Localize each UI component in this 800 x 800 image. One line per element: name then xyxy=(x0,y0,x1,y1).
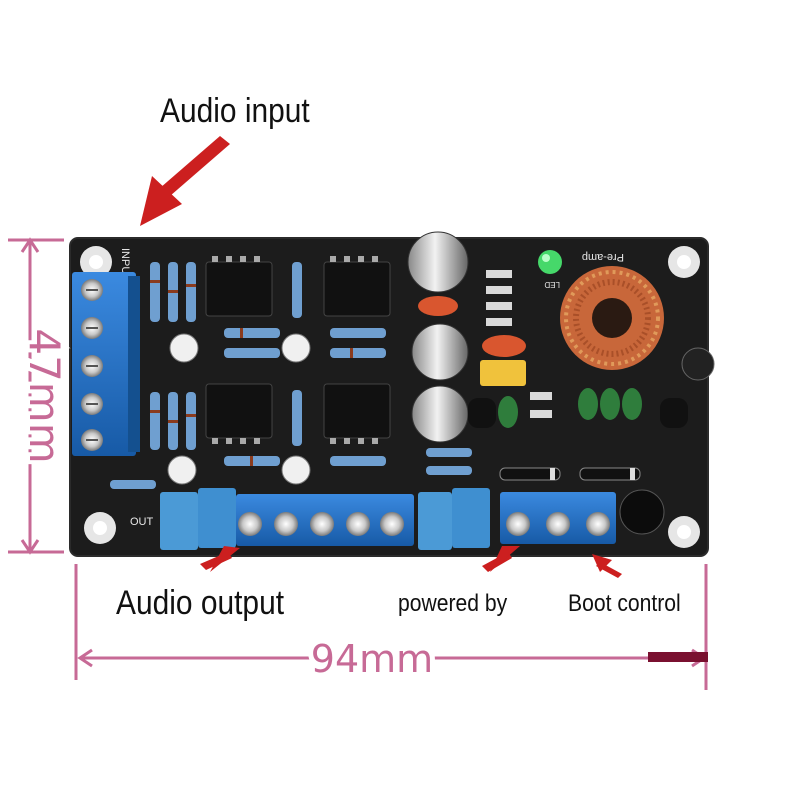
smd-parts xyxy=(486,270,552,418)
output-terminal-block xyxy=(236,494,414,546)
arrow-boot xyxy=(592,554,622,578)
red-arrows xyxy=(140,136,622,578)
output-capacitors xyxy=(160,488,490,550)
label-audio-output: Audio output xyxy=(116,584,285,622)
label-powered-by: powered by xyxy=(398,590,508,617)
arrow-power xyxy=(482,546,520,572)
arrow-input xyxy=(140,136,230,226)
dimension-height-label: 47mm xyxy=(20,328,69,463)
transistors xyxy=(468,388,688,428)
trim-capacitors xyxy=(167,333,311,485)
dimension-height xyxy=(8,237,64,555)
resistors xyxy=(110,262,472,489)
silk-preamp-label: Pre-amp xyxy=(582,251,624,263)
input-terminal-block xyxy=(72,272,140,456)
silk-output-label: OUT xyxy=(130,516,154,528)
toroid-inductor xyxy=(560,266,664,370)
arrow-output xyxy=(200,546,240,572)
led xyxy=(538,250,562,274)
mounting-holes xyxy=(80,246,700,548)
dimension-width-label: 94mm xyxy=(311,637,433,681)
label-audio-input: Audio input xyxy=(160,92,310,130)
dimension-width-end-mark xyxy=(648,652,708,662)
dimension-width xyxy=(74,564,708,690)
small-capacitors xyxy=(418,296,526,386)
label-boot-control: Boot control xyxy=(568,590,681,617)
diodes xyxy=(499,467,641,481)
silk-led-label: LED xyxy=(544,280,560,289)
opamp-chips xyxy=(205,256,391,444)
electrolytic-capacitors xyxy=(407,231,715,535)
power-terminal-block xyxy=(500,492,616,544)
